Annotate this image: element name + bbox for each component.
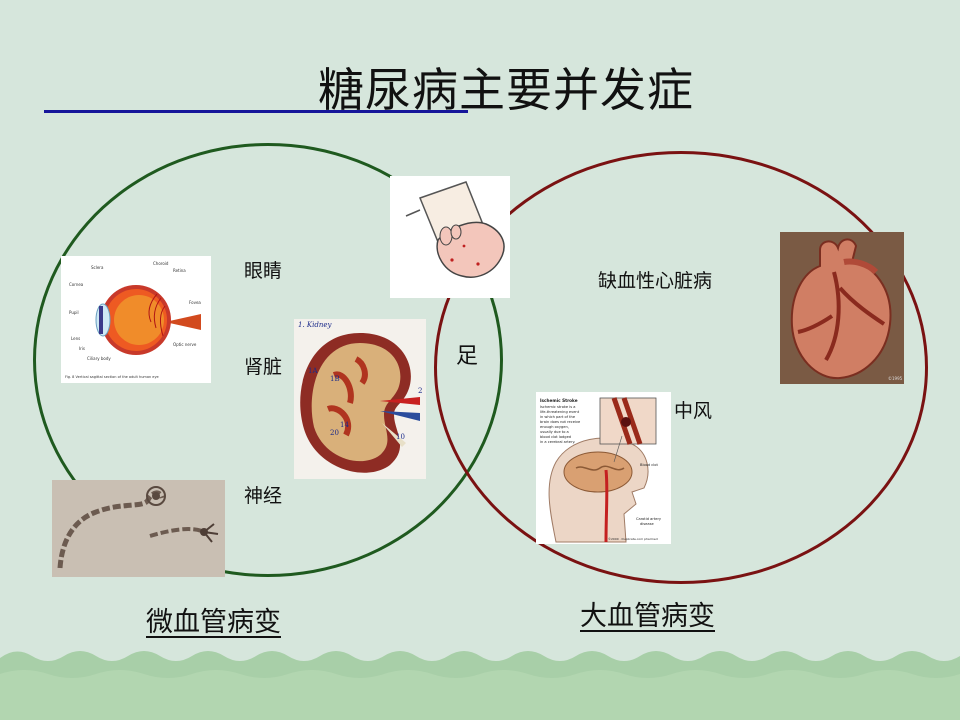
stroke-label-clot: Blood clot [640, 463, 658, 467]
eye-label-pupil: Pupil [69, 310, 79, 315]
stroke-text-6: usually due to a [540, 430, 569, 434]
macro-item-heart: 缺血性心脏病 [598, 270, 713, 292]
stroke-credit: ©2000 · Duplicate.com pharmed [608, 537, 658, 541]
stroke-text-7: blood clot lodged [540, 435, 571, 439]
micro-item-kidney: 肾脏 [244, 356, 283, 378]
kidney-label-20: 20 [330, 429, 339, 437]
stroke-label-carotid: Carotid artery [636, 517, 662, 521]
eye-label-lens: Lens [71, 336, 80, 341]
kidney-label-10: 10 [396, 433, 405, 441]
brain-stroke-icon: Ischemic Stroke Ischemic stroke is a lif… [536, 392, 671, 544]
stroke-text-5: enough oxygen, [540, 425, 569, 429]
kidney-label-1b: 1B [330, 375, 340, 383]
eye-label-ciliary-body: Ciliary body [87, 356, 111, 361]
stroke-text-8: in a cerebral artery. [540, 440, 575, 444]
micro-item-nerve: 神经 [244, 485, 283, 507]
eye-label-iris: Iris [79, 346, 85, 351]
kidney-anatomy-icon: 1. Kidney 1A 1B 2 10 14 20 [294, 319, 426, 479]
eye-label-cornea: Cornea [69, 282, 84, 287]
macro-item-stroke: 中风 [674, 400, 713, 422]
eye-label-sclera: Sclera [91, 265, 104, 270]
stroke-heading: Ischemic Stroke [540, 398, 578, 403]
micro-group-label: 微血管病变 [146, 607, 281, 638]
eye-caption: Fig. 8 Vertical sagittal section of the … [65, 375, 159, 379]
bottom-wave-decoration [0, 651, 960, 720]
eye-anatomy-icon: Sclera Choroid Retina Cornea Fovea Pupil… [61, 256, 211, 383]
stroke-text-3: in which part of the [540, 415, 576, 419]
kidney-label-1a: 1A [308, 367, 318, 375]
title-underline [44, 110, 468, 113]
stroke-text-2: life-threatening event [540, 410, 580, 414]
eye-label-optic-nerve: Optic nerve [173, 342, 197, 347]
heart-credit: ©1995 [888, 376, 903, 381]
kidney-label-14: 14 [340, 421, 349, 429]
kidney-image: 1. Kidney 1A 1B 2 10 14 20 [294, 319, 426, 479]
kidney-title: 1. Kidney [298, 321, 333, 329]
kidney-label-2: 2 [418, 387, 422, 395]
nerve-image [52, 480, 225, 577]
stroke-label-disease: disease [640, 522, 654, 526]
eye-label-choroid: Choroid [153, 261, 169, 266]
foot-image [390, 176, 510, 298]
foot-icon [390, 176, 510, 298]
stroke-text-4: brain does not receive [540, 420, 581, 424]
stroke-image: Ischemic Stroke Ischemic stroke is a lif… [536, 392, 671, 544]
eye-label-retina: Retina [173, 268, 186, 273]
shared-item-foot: 足 [456, 344, 479, 369]
nerve-cell-icon [52, 480, 225, 577]
stroke-text-1: Ischemic stroke is a [540, 405, 575, 409]
eye-image: Sclera Choroid Retina Cornea Fovea Pupil… [61, 256, 211, 383]
heart-image: ©1995 [780, 232, 904, 384]
macro-group-label: 大血管病变 [580, 601, 715, 632]
heart-icon: ©1995 [780, 232, 904, 384]
micro-item-eye: 眼睛 [244, 260, 283, 282]
eye-label-fovea: Fovea [189, 300, 201, 305]
macro-vascular-circle [434, 151, 928, 584]
slide-title: 糖尿病主要并发症 [318, 63, 694, 117]
